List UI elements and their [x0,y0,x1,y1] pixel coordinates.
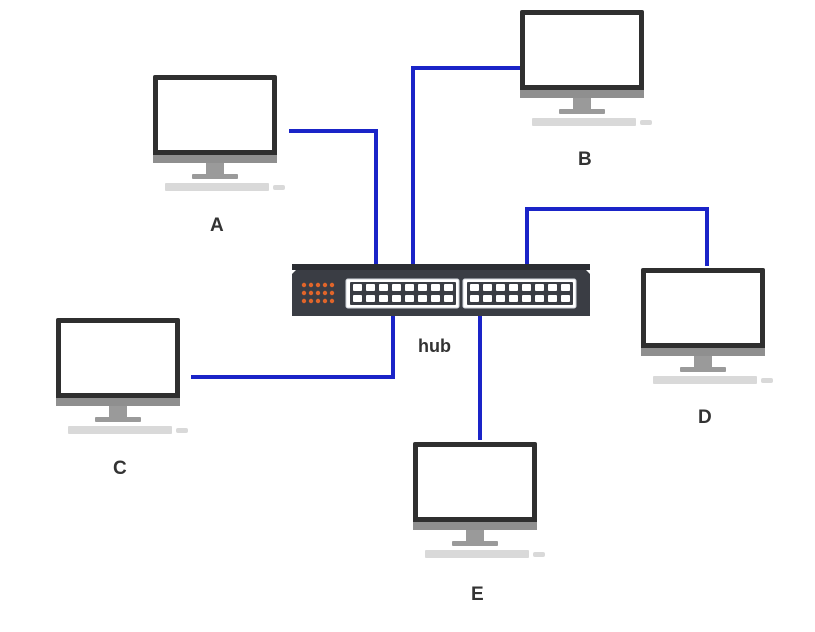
hub-ports-left [350,282,456,305]
hub-indicator-lights [301,282,335,304]
monitor-icon [153,75,285,191]
computer-c-label: C [113,458,127,479]
computer-d [641,268,773,384]
monitor-icon [641,268,773,384]
monitor-icon [520,10,652,126]
links [191,66,709,440]
computer-e [413,442,545,558]
hub-ports-right [467,282,573,305]
link-b-hub [411,66,520,266]
hub-label: hub [418,336,451,356]
monitor-icon [56,318,188,434]
link-a-hub [289,129,378,266]
link-d-hub [525,207,709,266]
computer-b [520,10,652,126]
computer-e-label: E [471,584,484,605]
computer-a [153,75,285,191]
hub-device [292,264,590,316]
link-c-hub [191,314,395,379]
computer-a-label: A [210,215,224,236]
computer-c [56,318,188,434]
computer-d-label: D [698,407,712,428]
computer-b-label: B [578,149,592,170]
monitor-icon [413,442,545,558]
